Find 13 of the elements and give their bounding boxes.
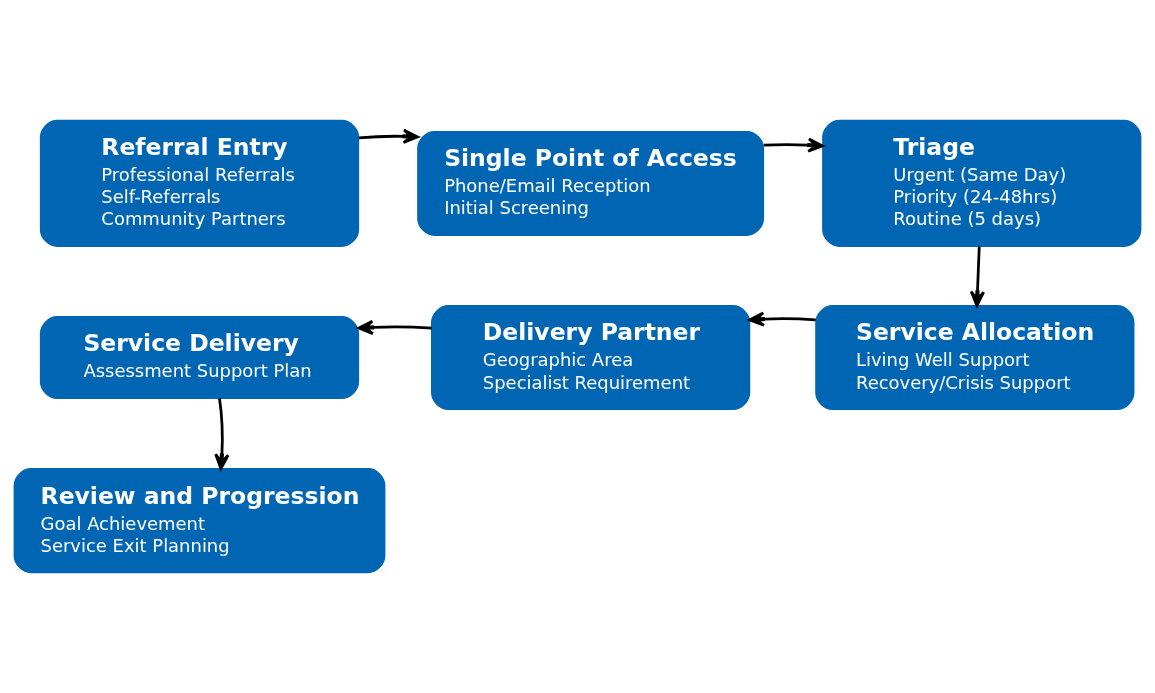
node-box: Referral Entry Professional Referrals Self-Referrals Community Partners — [39, 119, 360, 247]
arrow — [748, 311, 816, 327]
node-box: Review and Progression Goal Achievement Service Exit Planning — [13, 468, 386, 574]
arrow — [358, 128, 420, 144]
node-box: Service Delivery Assessment Support Plan — [39, 316, 360, 399]
node-box: Service Allocation Living Well Support Recovery/Crisis Support — [815, 305, 1135, 411]
node-box: Delivery Partner Geographic Area Specialist Requirement — [431, 305, 751, 411]
node-box: Single Point of Access Phone/Email Reception Initial Screening — [417, 130, 765, 236]
arrow — [969, 246, 986, 308]
arrow — [357, 319, 432, 335]
arrow — [214, 398, 230, 470]
arrow — [763, 137, 824, 153]
node-box: Triage Urgent (Same Day) Priority (24-48hrs) Routine (5 days) — [822, 119, 1142, 247]
